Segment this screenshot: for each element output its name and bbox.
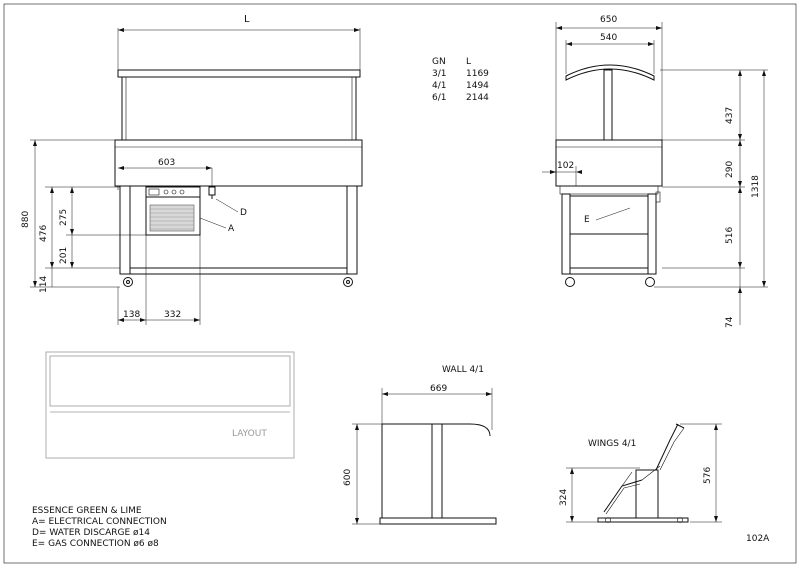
layout-label: LAYOUT [232, 429, 267, 439]
legend-title: ESSENCE GREEN & LIME [32, 506, 142, 516]
curved-sneeze-guard [565, 64, 655, 81]
water-drain [208, 186, 216, 196]
layout-outline [45, 351, 295, 459]
table-header-l: L [466, 57, 471, 67]
wings-view: WINGS 4/1 576 324 [559, 423, 722, 523]
dim-290: 290 [725, 161, 735, 178]
table-header-gn: GN [432, 57, 446, 67]
legend: ESSENCE GREEN & LIME A= ELECTRICAL CONNE… [32, 506, 167, 549]
table-row-gn: 6/1 [432, 93, 446, 103]
dim-275: 275 [59, 209, 69, 226]
table-row-l: 1169 [466, 69, 489, 79]
legend-line: D= WATER DISCARGE ø14 [32, 528, 150, 538]
size-table: GN L 3/1 1169 4/1 1494 6/1 2144 [432, 57, 489, 103]
front-view: L [21, 14, 363, 325]
wall-view: WALL 4/1 669 600 [343, 365, 497, 525]
wall-base [379, 517, 497, 525]
dim-324: 324 [559, 489, 569, 506]
wings-base [597, 517, 689, 523]
side-wheel-right [645, 277, 655, 287]
layout-view: LAYOUT [45, 351, 295, 459]
dim-516: 516 [725, 227, 735, 244]
wings-title: WINGS 4/1 [588, 439, 636, 449]
table-row-l: 2144 [466, 93, 489, 103]
dim-138: 138 [123, 310, 140, 320]
sneeze-guard-top [117, 69, 361, 78]
dim-603: 603 [158, 158, 175, 168]
legend-line: A= ELECTRICAL CONNECTION [32, 517, 167, 527]
wall-post [431, 423, 443, 519]
wheel-left [123, 277, 133, 287]
label-a: A [228, 224, 235, 234]
control-panel [145, 186, 201, 198]
counter-body [114, 139, 363, 187]
table-row-l: 1494 [466, 81, 489, 91]
wings-post [635, 469, 659, 519]
dim-669: 669 [430, 384, 447, 394]
wheel-right [343, 277, 353, 287]
dim-880: 880 [21, 211, 31, 228]
side-view: 650 540 E 102 [542, 15, 768, 328]
dim-1318: 1318 [751, 175, 761, 198]
dim-576: 576 [703, 467, 713, 484]
label-e: E [584, 215, 590, 225]
dim-600: 600 [343, 469, 353, 486]
dim-l-label: L [244, 14, 250, 25]
guard-post [603, 69, 613, 141]
label-d: D [240, 208, 247, 218]
sheet-border [3, 3, 797, 564]
legend-line: E= GAS CONNECTION ø6 ø8 [32, 539, 159, 549]
table-row-gn: 4/1 [432, 81, 446, 91]
cooling-unit [145, 196, 201, 236]
table-row-gn: 3/1 [432, 69, 446, 79]
front-leg-left [119, 185, 131, 275]
dim-114: 114 [39, 276, 49, 293]
drawing-id: 102A [746, 534, 770, 544]
wall-title: WALL 4/1 [442, 365, 484, 375]
gas-unit-box [569, 195, 649, 235]
front-leg-right [346, 185, 358, 275]
side-wheel-left [565, 277, 575, 287]
dim-102: 102 [557, 161, 574, 171]
dim-74: 74 [725, 316, 735, 328]
vent-grille [149, 204, 195, 232]
dim-476: 476 [39, 225, 49, 242]
dim-437: 437 [725, 107, 735, 124]
dim-540: 540 [600, 33, 617, 43]
dim-332: 332 [164, 310, 181, 320]
dim-650: 650 [600, 15, 617, 25]
dim-201: 201 [59, 247, 69, 264]
